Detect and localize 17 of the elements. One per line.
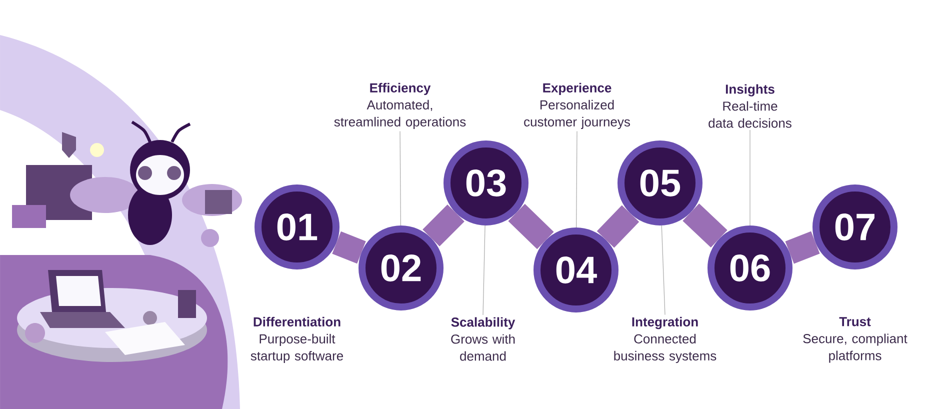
ribbon — [682, 203, 728, 248]
leader-line — [576, 130, 578, 228]
leader-line — [400, 130, 401, 226]
callout-text: Insights Real-time data decisions — [708, 84, 792, 128]
leader-line — [482, 225, 486, 316]
leader-line — [661, 225, 666, 316]
callout-text: Scalability Grows with demand — [451, 317, 516, 361]
ribbon — [785, 231, 820, 264]
callout-text: Trust Secure, compliant platforms — [803, 317, 908, 363]
ribbon — [422, 204, 464, 246]
ribbon — [596, 205, 640, 248]
callout-text: Integration Connected business systems — [614, 316, 716, 364]
callout-text: Differentiation Purpose-built startup software — [250, 316, 344, 364]
ribbon — [508, 204, 554, 250]
ribbon — [332, 231, 366, 264]
callout-text: Experience Personalized customer journeys — [524, 82, 630, 130]
callout-text: Efficiency Automated, streamlined operations — [334, 82, 466, 130]
